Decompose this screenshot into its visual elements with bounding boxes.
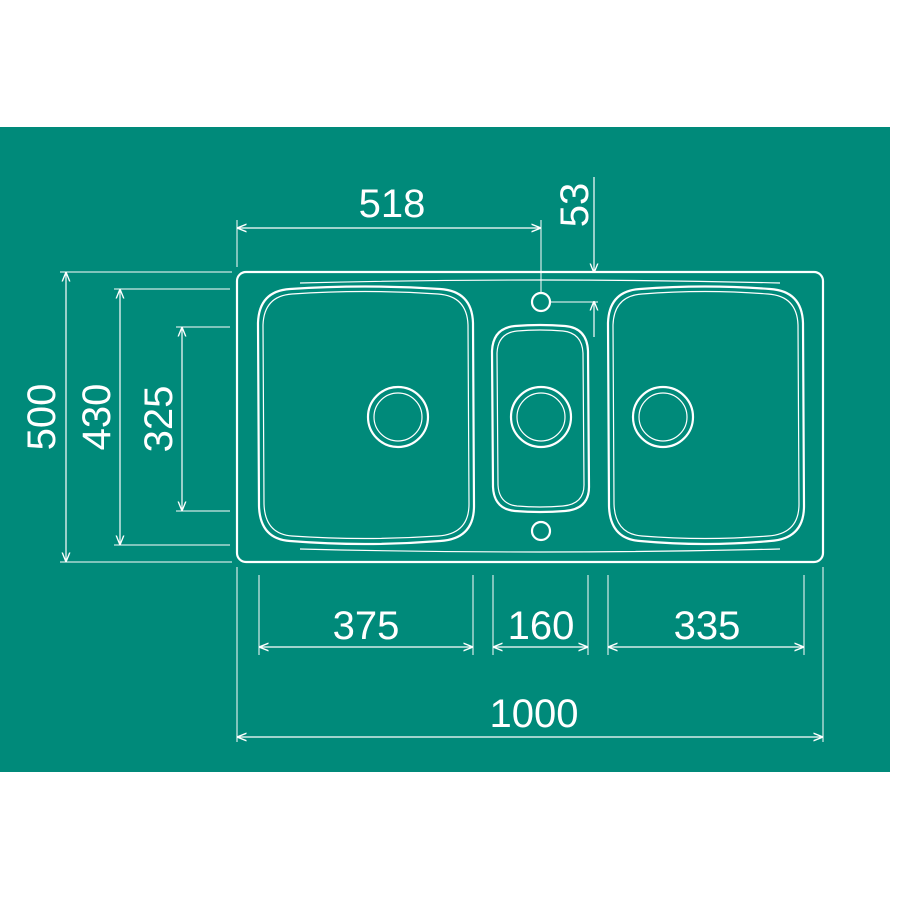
left-bowl-inner [262, 290, 470, 540]
dim-335-label: 335 [674, 604, 741, 648]
dim-500-label: 500 [20, 384, 64, 451]
left-bowl [256, 285, 476, 546]
diagram-panel: 518 53 500 430 325 375 [0, 127, 890, 772]
right-bowl-inner [612, 290, 800, 540]
middle-drain-inner [516, 392, 566, 442]
teal-background [0, 127, 890, 772]
sink-outline [235, 270, 825, 564]
dim-160-label: 160 [508, 604, 575, 648]
dim-325-label: 325 [137, 386, 181, 453]
right-bowl [606, 285, 806, 546]
tap-hole-bottom [530, 520, 552, 542]
left-drain [366, 385, 430, 449]
left-drain-inner [373, 392, 423, 442]
middle-bowl-inner [496, 329, 585, 508]
rim-bottom-line [299, 548, 781, 553]
middle-drain [509, 385, 573, 449]
dim-375-label: 375 [333, 604, 400, 648]
right-drain-inner [638, 392, 688, 442]
middle-bowl [490, 323, 591, 514]
dim-53-label: 53 [553, 183, 597, 228]
dim-430-label: 430 [75, 384, 119, 451]
right-drain [631, 385, 695, 449]
dim-1000-label: 1000 [490, 692, 579, 736]
sink-dimension-diagram: 518 53 500 430 325 375 [0, 127, 890, 772]
rim-top-line [299, 279, 781, 284]
dim-518-label: 518 [359, 182, 426, 226]
